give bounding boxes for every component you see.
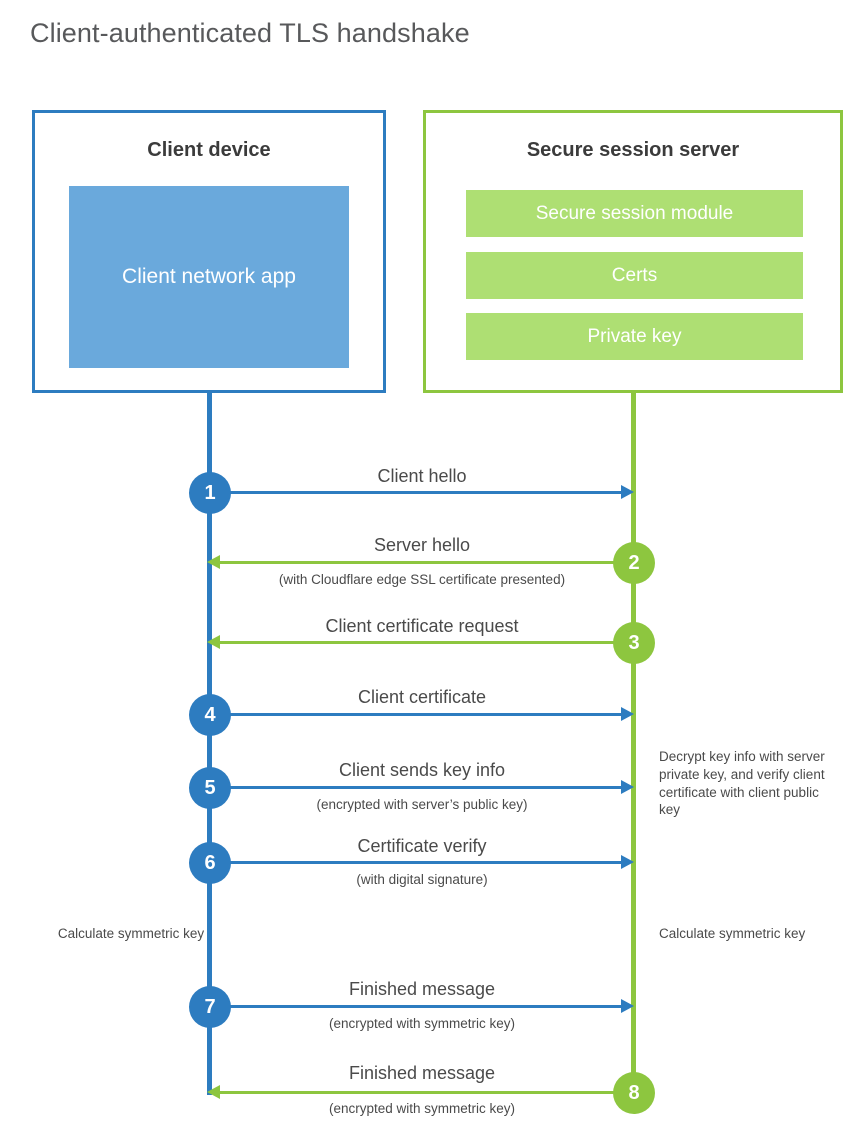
step-6-label: Certificate verify bbox=[357, 836, 487, 856]
step-7-arrow-line bbox=[210, 1005, 621, 1008]
step-4-label: Client certificate bbox=[357, 687, 487, 707]
secure-session-server-title: Secure session server bbox=[526, 139, 740, 161]
step-2-sublabel: (with Cloudflare edge SSL certificate pr… bbox=[278, 572, 566, 587]
step-2-badge[interactable]: 2 bbox=[613, 542, 655, 584]
step-6-arrow-line bbox=[210, 861, 621, 864]
server-module-secure-session-module: Secure session module bbox=[466, 190, 803, 237]
step-3-label: Client certificate request bbox=[325, 616, 519, 636]
step-1-badge[interactable]: 1 bbox=[189, 472, 231, 514]
server-module-certs: Certs bbox=[466, 252, 803, 299]
step-8-label: Finished message bbox=[348, 1063, 496, 1083]
step-3-arrow-line bbox=[220, 641, 634, 644]
step-8-arrow-line bbox=[220, 1091, 634, 1094]
secure-session-server-box: Secure session server Secure session mod… bbox=[423, 110, 843, 393]
step-6-badge[interactable]: 6 bbox=[189, 842, 231, 884]
server-lifeline bbox=[631, 392, 636, 1095]
server-decrypt-annotation: Decrypt key info with server private key… bbox=[659, 749, 825, 818]
step-2-arrow-line bbox=[220, 561, 634, 564]
server-calculate-symmetric-key-annotation: Calculate symmetric key bbox=[659, 926, 806, 941]
step-8-sublabel: (encrypted with symmetric key) bbox=[328, 1101, 516, 1116]
client-network-app-box: Client network app bbox=[69, 186, 349, 368]
step-5-arrow-head bbox=[621, 780, 634, 794]
step-7-arrow-head bbox=[621, 999, 634, 1013]
step-7-sublabel: (encrypted with symmetric key) bbox=[328, 1016, 516, 1031]
step-1-label: Client hello bbox=[377, 466, 467, 486]
client-device-title: Client device bbox=[147, 139, 271, 161]
step-4-badge[interactable]: 4 bbox=[189, 694, 231, 736]
server-module-private-key: Private key bbox=[466, 313, 803, 360]
client-lifeline bbox=[207, 392, 212, 1095]
client-device-box: Client device Client network app bbox=[32, 110, 386, 393]
step-6-arrow-head bbox=[621, 855, 634, 869]
step-6-sublabel: (with digital signature) bbox=[356, 872, 488, 887]
step-5-label: Client sends key info bbox=[338, 760, 506, 780]
step-8-badge[interactable]: 8 bbox=[613, 1072, 655, 1114]
step-1-arrow-line bbox=[210, 491, 621, 494]
step-5-badge[interactable]: 5 bbox=[189, 767, 231, 809]
page-title: Client-authenticated TLS handshake bbox=[30, 18, 470, 48]
step-1-arrow-head bbox=[621, 485, 634, 499]
step-8-arrow-head bbox=[207, 1085, 220, 1099]
step-4-arrow-head bbox=[621, 707, 634, 721]
step-3-arrow-head bbox=[207, 635, 220, 649]
client-calculate-symmetric-key-annotation: Calculate symmetric key bbox=[57, 926, 205, 941]
step-4-arrow-line bbox=[210, 713, 621, 716]
step-3-badge[interactable]: 3 bbox=[613, 622, 655, 664]
step-5-sublabel: (encrypted with server’s public key) bbox=[316, 797, 528, 812]
step-7-label: Finished message bbox=[348, 979, 496, 999]
step-2-label: Server hello bbox=[373, 535, 471, 555]
step-7-badge[interactable]: 7 bbox=[189, 986, 231, 1028]
step-5-arrow-line bbox=[210, 786, 621, 789]
step-2-arrow-head bbox=[207, 555, 220, 569]
